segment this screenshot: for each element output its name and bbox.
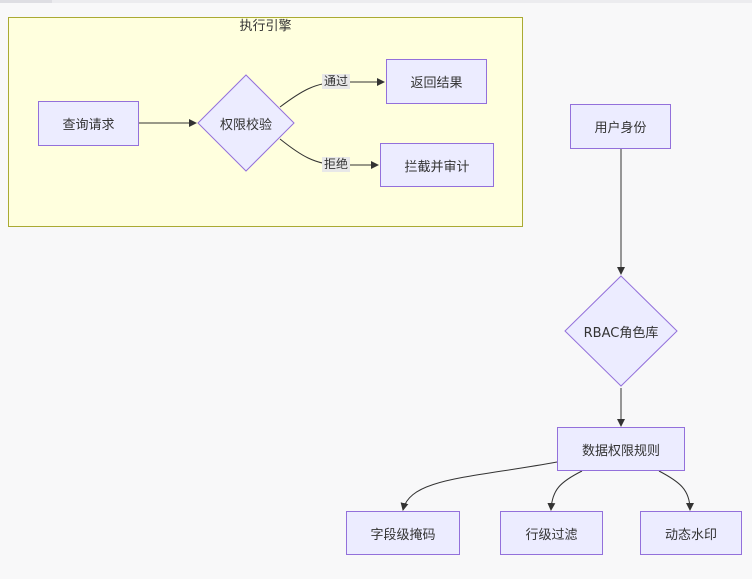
edge-rules-to-masking — [400, 461, 558, 511]
field-masking-label: 字段级掩码 — [370, 527, 436, 543]
data-permission-rules-node: 数据权限规则 — [557, 427, 685, 471]
query-request-label: 查询请求 — [62, 118, 115, 133]
row-filtering-node: 行级过滤 — [500, 511, 603, 555]
cluster-title: 执行引擎 — [239, 19, 292, 34]
block-audit-node: 拦截并审计 — [380, 143, 494, 187]
permission-check-diamond — [197, 74, 295, 172]
field-masking-node: 字段级掩码 — [346, 511, 460, 555]
permission-check-node: 权限校验 — [198, 113, 294, 133]
top-bar — [0, 0, 752, 3]
return-result-node: 返回结果 — [386, 59, 487, 104]
user-identity-label: 用户身份 — [594, 121, 647, 136]
return-result-label: 返回结果 — [410, 76, 463, 91]
rbac-role-store-node: RBAC角色库 — [565, 321, 677, 341]
rbac-role-store-diamond — [564, 275, 678, 387]
permission-check-label: 权限校验 — [219, 117, 272, 133]
row-filtering-label: 行级过滤 — [525, 527, 578, 543]
data-permission-rules-label: 数据权限规则 — [581, 443, 660, 459]
query-request-node: 查询请求 — [38, 101, 139, 146]
user-identity-node: 用户身份 — [570, 104, 671, 149]
edge-label-reject: 拒绝 — [322, 157, 351, 172]
edge-rules-to-rowfilter — [547, 470, 583, 511]
edge-rules-to-watermark — [658, 470, 694, 511]
block-audit-label: 拦截并审计 — [404, 159, 470, 175]
edge-label-pass: 通过 — [322, 74, 351, 89]
dynamic-watermark-node: 动态水印 — [640, 511, 742, 555]
dynamic-watermark-label: 动态水印 — [664, 527, 717, 543]
rbac-role-store-label: RBAC角色库 — [583, 325, 659, 341]
top-bar-tab — [0, 0, 52, 3]
